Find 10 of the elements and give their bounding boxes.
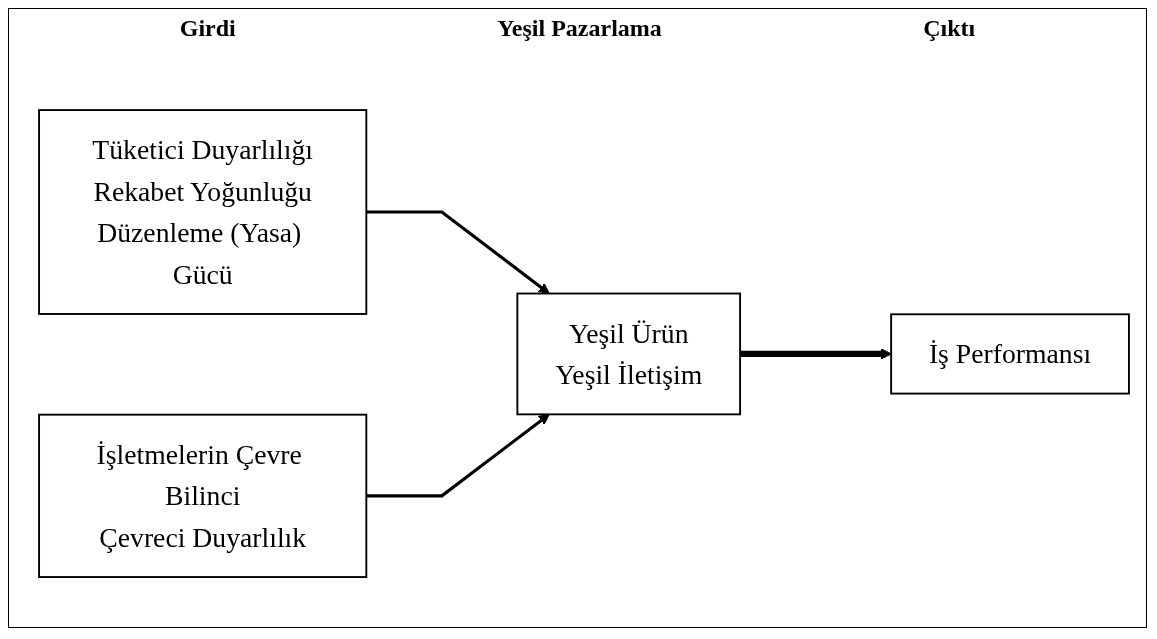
column-heading: Çıktı (923, 15, 976, 42)
node-box: Tüketici Duyarlılığı Rekabet Yoğunluğu Düzenleme (Yasa) Gücü (38, 109, 368, 316)
arrow (366, 210, 550, 295)
node-box: Yeşil Ürün Yeşil İletişim (516, 293, 742, 416)
arrow (366, 414, 550, 498)
node-box: İşletmelerin Çevre Bilinci Çevreci Duyarlılık (38, 414, 368, 579)
arrow (740, 348, 892, 360)
column-heading: Girdi (179, 15, 236, 42)
node-box: İş Performansı (890, 313, 1130, 395)
column-heading: Yeşil Pazarlama (497, 15, 662, 42)
